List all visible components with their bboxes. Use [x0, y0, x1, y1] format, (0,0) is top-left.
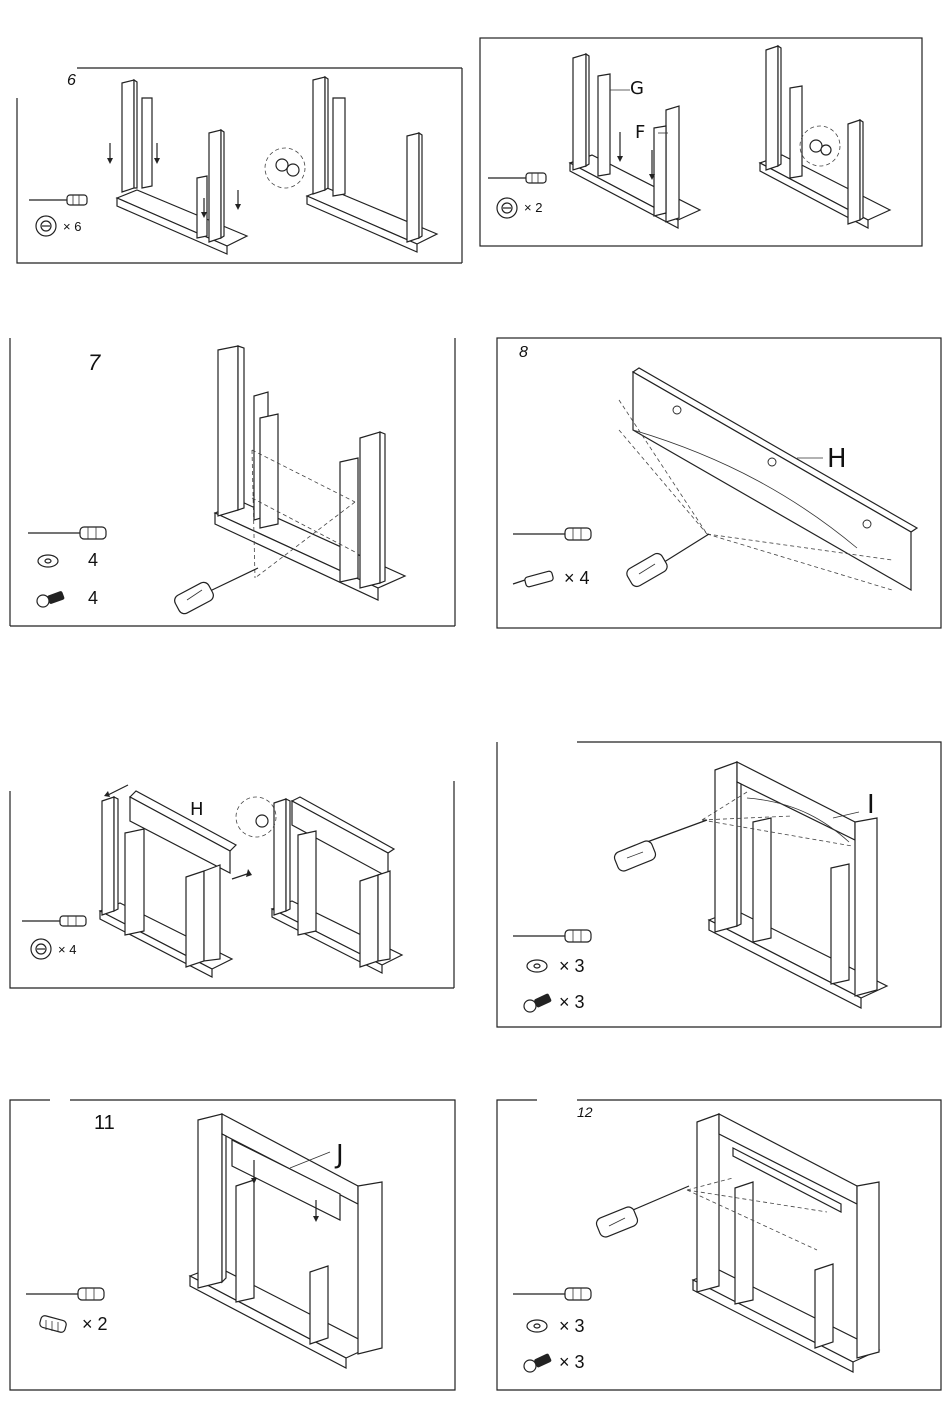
step-number: 7: [88, 350, 100, 376]
step-11-panel: 11 J × 2: [10, 1100, 455, 1390]
screwdriver-icon: [513, 926, 593, 946]
screwdriver-icon: [28, 523, 108, 543]
step-6b-panel: G F × 2: [480, 38, 922, 246]
washer-icon: [36, 553, 60, 569]
step-number: 12: [577, 1104, 593, 1120]
screwdriver-icon: [513, 1284, 593, 1304]
screwdriver-icon: [29, 190, 89, 210]
screwdriver-icon: [22, 911, 82, 931]
step-10-illustration: [497, 742, 941, 1027]
step-9-illustration: [10, 781, 454, 988]
dowel-icon: [34, 1312, 74, 1336]
washer-icon: [525, 958, 549, 974]
part-label-f: F: [635, 122, 645, 143]
screw-icon: [521, 992, 553, 1014]
quantity-label: × 2: [524, 200, 542, 215]
screw-icon: [34, 588, 66, 608]
cam-lock-icon: [28, 937, 54, 961]
screwdriver-icon: [26, 1284, 106, 1304]
screw-icon: [521, 1352, 553, 1374]
step-9-panel: H × 4: [10, 781, 454, 988]
quantity-label: × 3: [559, 1316, 585, 1337]
washer-icon: [525, 1318, 549, 1334]
cam-lock-icon: [33, 214, 59, 238]
quantity-label: × 3: [559, 956, 585, 977]
step-8-panel: 8 H × 4: [497, 338, 941, 628]
part-label-i: I: [867, 790, 875, 820]
step-7-panel: 7 4 4: [10, 338, 455, 626]
quantity-label: × 3: [559, 1352, 585, 1373]
step-6-panel: 6 × 6: [17, 68, 462, 263]
cam-lock-icon: [494, 196, 520, 220]
quantity-label: × 2: [82, 1314, 108, 1335]
step-6-illustration: [17, 68, 462, 263]
step-number: 11: [94, 1112, 115, 1135]
quantity-label: × 3: [559, 992, 585, 1013]
part-label-g: G: [630, 78, 644, 99]
step-11-illustration: [10, 1100, 455, 1390]
quantity-label: × 6: [63, 219, 81, 234]
step-12-panel: 12 × 3 × 3: [497, 1100, 941, 1390]
step-6b-illustration: [480, 38, 922, 246]
part-label-h: H: [827, 444, 847, 474]
screwdriver-icon: [488, 168, 548, 188]
quantity-label: 4: [88, 550, 98, 571]
step-10-panel: I × 3 × 3: [497, 742, 941, 1027]
quantity-label: 4: [88, 588, 98, 609]
quantity-label: × 4: [58, 942, 76, 957]
cam-bolt-icon: [511, 568, 561, 590]
screwdriver-icon: [513, 524, 593, 544]
step-7-illustration: [10, 338, 455, 626]
step-number: 6: [67, 72, 76, 90]
quantity-label: × 4: [564, 568, 590, 589]
part-label-h: H: [190, 799, 204, 820]
step-12-illustration: [497, 1100, 941, 1390]
part-label-j: J: [336, 1140, 344, 1170]
step-number: 8: [519, 344, 528, 362]
